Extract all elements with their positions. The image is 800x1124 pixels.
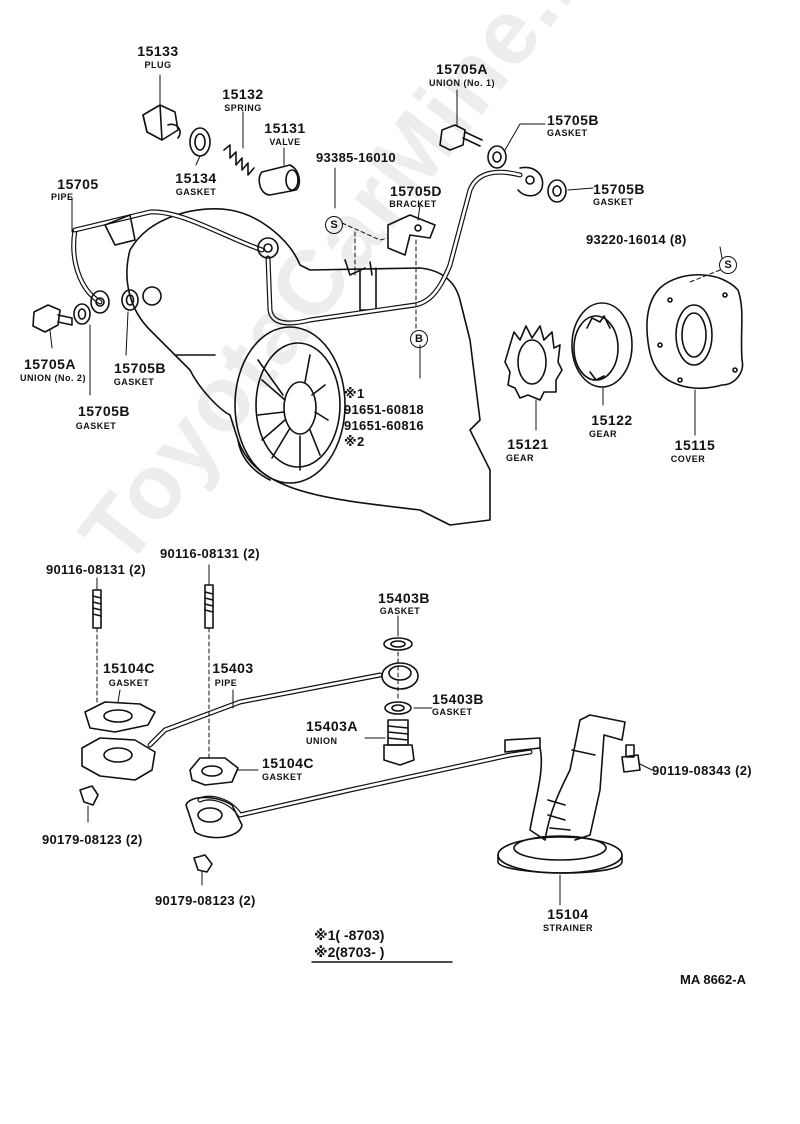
part-number-15403B-2: 15403B [432, 691, 485, 707]
gasket-15705B-c [73, 303, 91, 325]
part-number-15121: 15121 [507, 436, 549, 452]
ref-93220-16014: 93220-16014 (8) [586, 232, 687, 247]
part-name-gasket-15104C-2: GASKET [262, 772, 303, 782]
part-number-15122: 15122 [591, 412, 633, 428]
ref-91651-60816: 91651-60816 [344, 418, 424, 433]
ref-90119-08343: 90119-08343 (2) [652, 763, 752, 778]
ref-90116-08131-b: 90116-08131 (2) [160, 546, 260, 561]
symbol-b: B [410, 330, 428, 348]
gasket-15134 [189, 127, 211, 157]
part-number-15403B-1: 15403B [377, 590, 431, 606]
part-name-strainer: STRAINER [542, 923, 594, 933]
legend-line-1: ※1( -8703) [314, 927, 385, 943]
ref-91651-60818: 91651-60818 [344, 402, 424, 417]
union-no2-15705A [32, 304, 73, 333]
stud-90116-a [92, 589, 102, 629]
part-name-union-15403A: UNION [306, 736, 338, 746]
part-number-15705D: 15705D [389, 183, 443, 199]
part-name-bracket: BRACKET [389, 199, 437, 209]
part-name-pipe-15403: PIPE [214, 678, 238, 688]
part-name-gasket-15705B-3: GASKET [113, 377, 155, 387]
clip-90179-a [79, 785, 99, 806]
stud-90116-b [204, 584, 214, 629]
part-name-pipe-15705: PIPE [51, 192, 74, 202]
strainer-15104 [185, 714, 626, 874]
cover-15115 [646, 273, 744, 390]
gasket-15705B-a [487, 145, 507, 169]
part-number-15132: 15132 [222, 86, 264, 102]
part-name-gasket-15403B-1: GASKET [379, 606, 421, 616]
dashed-guides-lower [96, 627, 399, 759]
part-number-15104: 15104 [547, 906, 589, 922]
part-name-union-no1: UNION (No. 1) [429, 78, 495, 88]
pipe-15705 [71, 166, 544, 326]
gasket-15403B-b [384, 701, 412, 715]
part-name-plug: PLUG [144, 60, 172, 70]
union-no1-15705A [439, 124, 483, 151]
clip-90179-b [193, 854, 213, 873]
spring-15132 [223, 144, 255, 176]
union-15403A [383, 719, 415, 766]
ref-90116-08131-a: 90116-08131 (2) [46, 562, 146, 577]
part-number-15115: 15115 [674, 437, 716, 453]
part-name-union-no2: UNION (No. 2) [20, 373, 86, 383]
part-number-15705B-4: 15705B [77, 403, 131, 419]
part-number-15705: 15705 [57, 176, 99, 192]
ref-90179-08123-b: 90179-08123 (2) [155, 893, 256, 908]
illustration-reference-code: MA 8662-A [680, 972, 746, 987]
part-number-15705B-1: 15705B [547, 112, 600, 128]
symbol-s-cover: S [719, 256, 737, 274]
part-number-15134: 15134 [175, 170, 217, 186]
ref-90179-08123-a: 90179-08123 (2) [42, 832, 143, 847]
part-name-gasket-15705B-4: GASKET [75, 421, 117, 431]
legend-line-2: ※2(8703- ) [314, 944, 385, 960]
part-name-gasket-15104C-1: GASKET [108, 678, 150, 688]
part-number-15133: 15133 [137, 43, 179, 59]
part-number-15403A: 15403A [306, 718, 359, 734]
part-number-15104C-1: 15104C [102, 660, 156, 676]
part-name-valve: VALVE [269, 137, 301, 147]
gear-15121 [504, 325, 563, 401]
transmission-housing [126, 207, 491, 526]
ref-note-2: ※2 [344, 434, 365, 449]
valve-15131 [258, 164, 301, 196]
part-name-gear-15122: GEAR [588, 429, 618, 439]
symbol-s-upper: S [325, 216, 343, 234]
leaders-lower [87, 564, 653, 906]
ref-93385-16010: 93385-16010 [316, 150, 396, 165]
bracket-15705D [387, 214, 436, 256]
gasket-15403B-a [383, 637, 413, 651]
bolt-90119 [621, 744, 641, 773]
part-number-15131: 15131 [264, 120, 306, 136]
part-number-15705B-3: 15705B [113, 360, 167, 376]
part-name-gasket-15134: GASKET [175, 187, 217, 197]
part-name-cover: COVER [670, 454, 706, 464]
part-name-gasket-15403B-2: GASKET [432, 707, 473, 717]
part-name-gear-15121: GEAR [505, 453, 535, 463]
dashed-guides-upper [341, 222, 721, 331]
part-number-15104C-2: 15104C [262, 755, 315, 771]
leaders-upper [49, 74, 723, 436]
part-name-spring: SPRING [224, 103, 262, 113]
gasket-15705B-b [547, 179, 567, 203]
gasket-15705B-d [121, 289, 139, 311]
gear-15122 [571, 302, 633, 388]
gasket-15104C-b [189, 757, 239, 786]
part-number-15705A-1: 15705A [435, 61, 489, 77]
ref-note-1: ※1 [344, 386, 365, 401]
plug-15133 [142, 104, 181, 141]
part-name-gasket-15705B-2: GASKET [593, 197, 634, 207]
part-number-15705A-2: 15705A [23, 356, 77, 372]
gasket-15104C-a [84, 701, 156, 733]
part-name-gasket-15705B-1: GASKET [547, 128, 588, 138]
part-number-15705B-2: 15705B [593, 181, 646, 197]
part-number-15403: 15403 [212, 660, 254, 676]
pipe-15403 [81, 662, 419, 781]
